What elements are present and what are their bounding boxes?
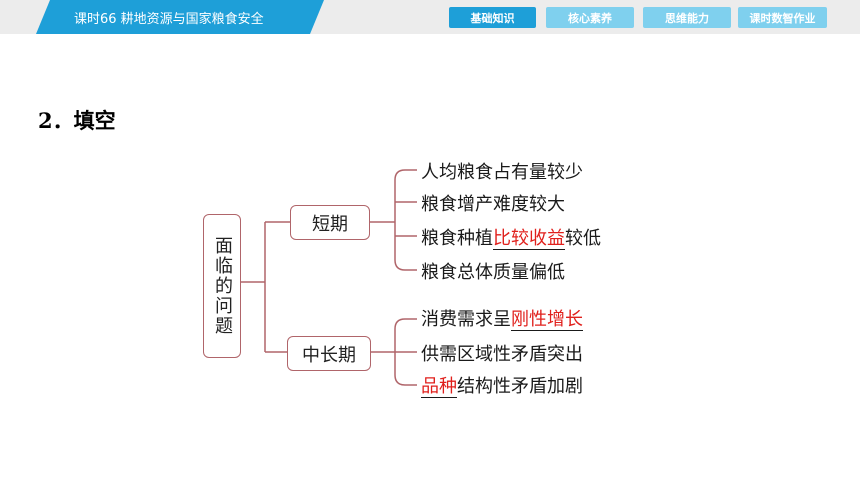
short-item-3: 粮食种植比较收益较低: [421, 224, 601, 250]
root-node: 面临的问题: [203, 214, 241, 358]
lesson-title: 课时66 耕地资源与国家粮食安全: [74, 12, 264, 27]
short-item-4: 粮食总体质量偏低: [421, 258, 565, 284]
short-item-2-text: 粮食增产难度较大: [421, 194, 565, 215]
short-item-1-text: 人均粮食占有量较少: [421, 162, 583, 183]
concept-diagram: 面临的问题 短期 中长期 人均粮食占有量较少 粮食增产难度较大 粮食种植比较收益…: [195, 152, 645, 400]
root-label: 面临的问题: [212, 236, 233, 336]
connector-lines: [239, 169, 417, 386]
long-item-2: 供需区域性矛盾突出: [421, 340, 583, 366]
long-item-1-answer: 刚性增长: [511, 309, 583, 331]
nav-homework-label: 课时数智作业: [749, 11, 816, 25]
nav-basic-knowledge-label: 基础知识: [470, 11, 515, 25]
branch-long-term-label: 中长期: [302, 344, 356, 366]
short-item-3-prefix: 粮食种植: [421, 228, 493, 249]
long-item-2-text: 供需区域性矛盾突出: [421, 344, 583, 365]
title-banner: [36, 0, 324, 34]
top-bar: 课时66 耕地资源与国家粮食安全 基础知识 核心素养 思维能力 课时数智作业: [0, 0, 860, 34]
nav-thinking-ability-label: 思维能力: [665, 11, 709, 25]
nav-homework[interactable]: 课时数智作业: [738, 7, 827, 28]
branch-short-term-label: 短期: [312, 213, 348, 235]
short-item-2: 粮食增产难度较大: [421, 190, 565, 216]
short-item-3-suffix: 较低: [565, 228, 601, 249]
nav-core-literacy-label: 核心素养: [568, 11, 612, 25]
short-item-1: 人均粮食占有量较少: [421, 158, 583, 184]
short-item-3-answer: 比较收益: [493, 228, 565, 250]
branch-short-term: 短期: [290, 205, 370, 240]
nav-basic-knowledge[interactable]: 基础知识: [449, 7, 536, 28]
long-item-1: 消费需求呈刚性增长: [421, 305, 583, 331]
long-item-3-suffix: 结构性矛盾加剧: [457, 376, 583, 397]
long-item-1-prefix: 消费需求呈: [421, 309, 511, 330]
nav-core-literacy[interactable]: 核心素养: [546, 7, 634, 28]
section-title: 2．填空: [38, 108, 116, 133]
nav-thinking-ability[interactable]: 思维能力: [643, 7, 731, 28]
branch-long-term: 中长期: [287, 336, 371, 371]
long-item-3-answer: 品种: [421, 376, 457, 398]
short-item-4-text: 粮食总体质量偏低: [421, 262, 565, 283]
long-item-3: 品种结构性矛盾加剧: [421, 372, 583, 398]
